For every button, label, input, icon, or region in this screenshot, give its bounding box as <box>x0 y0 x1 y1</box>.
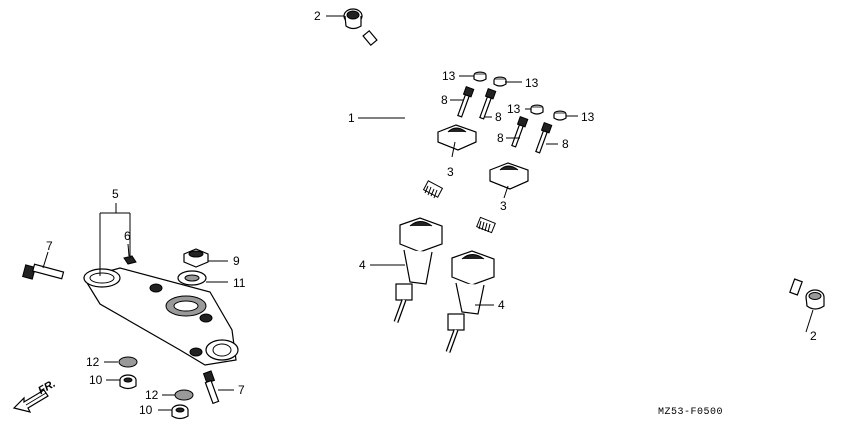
callout-6: 6 <box>124 229 131 243</box>
callout-11: 11 <box>233 276 246 290</box>
callout-4-right: 4 <box>498 298 505 312</box>
callout-8-c: 8 <box>497 131 504 145</box>
callout-9: 9 <box>233 254 240 268</box>
callout-8-d: 8 <box>562 137 569 151</box>
callout-13-c: 13 <box>507 102 521 116</box>
callout-3-upper: 3 <box>447 165 454 179</box>
callout-7-lower: 7 <box>238 383 245 397</box>
pinch-bolt-left <box>22 263 65 280</box>
callout-13-b: 13 <box>525 76 539 90</box>
callout-2-top: 2 <box>314 9 321 23</box>
stem-nut <box>183 248 209 268</box>
upper-holder-1 <box>437 124 477 151</box>
callout-10-b: 10 <box>139 403 153 417</box>
callout-12-a: 12 <box>86 355 100 369</box>
callout-8-b: 8 <box>495 110 502 124</box>
callout-10-a: 10 <box>89 373 103 387</box>
leader-lines <box>42 15 814 411</box>
lower-holder-right <box>445 250 495 353</box>
callout-4-left: 4 <box>359 258 366 272</box>
handlebar <box>362 29 803 296</box>
grip-end-cap-right <box>805 289 825 310</box>
callout-7-left: 7 <box>46 239 53 253</box>
stem-washer <box>177 270 207 286</box>
grip-end-cap-top <box>343 8 363 30</box>
callout-13-d: 13 <box>581 110 595 124</box>
holder-bolts <box>457 85 553 154</box>
bolt-7-lower <box>202 370 220 405</box>
top-bridge <box>83 267 239 366</box>
front-direction-arrow-icon <box>12 389 49 413</box>
drawing-code: MZ53-F0500 <box>658 407 723 418</box>
callout-12-b: 12 <box>145 388 159 402</box>
washer-12a <box>118 356 138 368</box>
bolt-caps <box>473 71 567 121</box>
callout-13-a: 13 <box>442 69 456 83</box>
callout-2-right: 2 <box>810 329 817 343</box>
front-direction-label: FR. <box>36 378 57 397</box>
nut-10a <box>119 374 137 390</box>
callout-1: 1 <box>348 111 355 125</box>
top-bridge-washer <box>123 255 137 265</box>
nut-10b <box>171 404 189 420</box>
washer-12b <box>174 389 194 401</box>
lower-holder-left <box>393 217 443 323</box>
callout-8-a: 8 <box>441 93 448 107</box>
callout-3-lower: 3 <box>500 199 507 213</box>
callout-5: 5 <box>112 187 119 201</box>
upper-holder-2 <box>489 162 529 190</box>
